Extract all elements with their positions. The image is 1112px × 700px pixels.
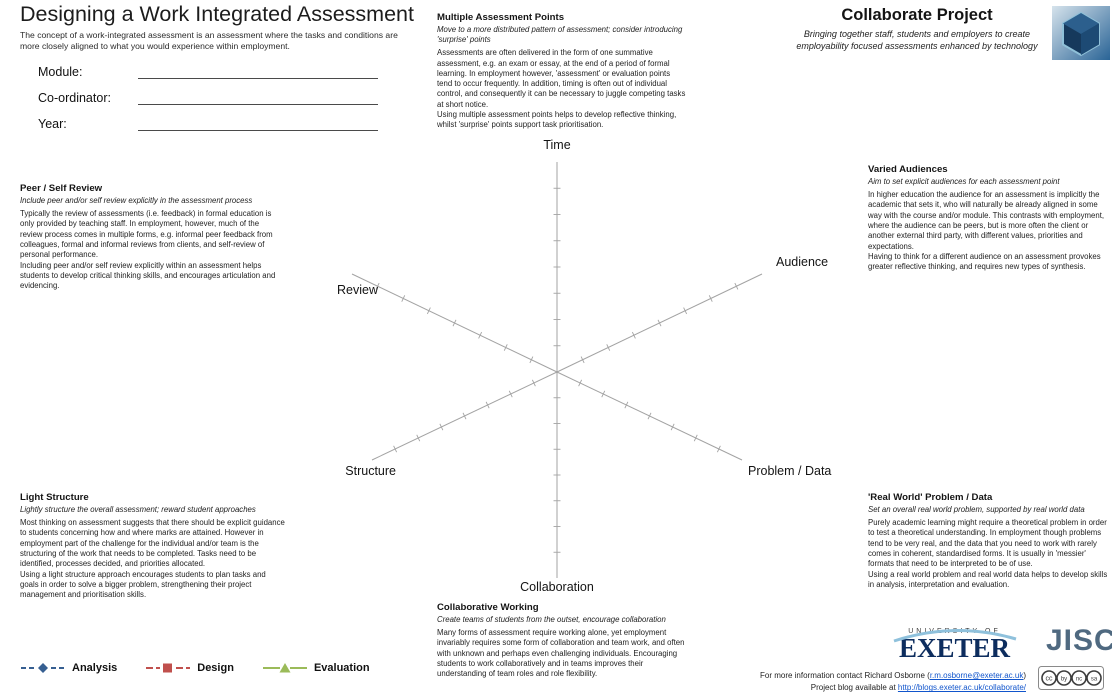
form-row-module: Module: [38, 64, 378, 79]
axis-label-time: Time [543, 138, 571, 152]
module-label: Module: [38, 65, 83, 79]
block-heading: Varied Audiences [868, 164, 948, 175]
collaborate-hexagon-logo-icon [1052, 6, 1110, 65]
legend-label: Evaluation [313, 662, 370, 674]
evaluation-line-sample-icon [262, 663, 307, 673]
block-heading: Multiple Assessment Points [437, 12, 565, 23]
block-body: Typically the review of assessments (i.e… [20, 209, 276, 291]
analysis-line-sample-icon [21, 663, 65, 673]
university-of-exeter-logo: UNIVERSITY OF EXETER [872, 628, 1037, 662]
block-collaborative-working: Collaborative Working Create teams of st… [437, 602, 689, 680]
form-row-coordinator: Co-ordinator: [38, 90, 378, 105]
jisc-logo: JISC [1046, 624, 1112, 657]
collaborate-header: Collaborate Project Bringing together st… [788, 6, 1110, 65]
contact-text: For more information contact Richard Osb… [759, 671, 930, 680]
block-real-world-problem-data: 'Real World' Problem / Data Set an overa… [868, 492, 1110, 590]
exeter-wordmark: EXETER [872, 629, 1037, 663]
block-light-structure: Light Structure Lightly structure the ov… [20, 492, 286, 600]
collaborate-tagline: Bringing together staff, students and em… [796, 29, 1038, 51]
legend-label: Analysis [72, 662, 118, 674]
block-body: Most thinking on assessment suggests tha… [20, 518, 285, 600]
contact-line: For more information contact Richard Osb… [760, 670, 1026, 682]
svg-text:by: by [1061, 677, 1067, 683]
coordinator-input-line[interactable] [138, 90, 378, 105]
blog-text: Project blog available at [810, 683, 898, 693]
axis-label-audience: Audience [776, 255, 829, 269]
design-line-sample-icon [146, 663, 191, 673]
block-heading: 'Real World' Problem / Data [868, 492, 993, 503]
collaborate-title: Collaborate Project [841, 6, 993, 24]
legend-label: Design [197, 662, 234, 674]
year-input-line[interactable] [138, 116, 378, 131]
cc-license-badge-icon: cc by nc sa [1038, 666, 1104, 695]
block-guideline: Aim to set explicit audiences for each a… [868, 177, 1060, 186]
block-varied-audiences: Varied Audiences Aim to set explicit aud… [868, 164, 1108, 272]
legend-item-analysis: Analysis [20, 662, 117, 674]
axis-label-collaboration: Collaboration [520, 580, 594, 594]
block-guideline: Move to a more distributed pattern of as… [437, 25, 683, 45]
coordinator-label: Co-ordinator: [38, 91, 111, 105]
block-heading: Peer / Self Review [20, 183, 103, 194]
contact-email-link[interactable]: r.m.osborne@exeter.ac.uk [929, 671, 1024, 680]
axis-label-structure: Structure [345, 464, 396, 478]
legend-item-evaluation: Evaluation [262, 662, 370, 674]
block-body: Assessments are often delivered in the f… [437, 48, 686, 130]
block-body: In higher education the audience for an … [868, 190, 1105, 272]
page-title: Designing a Work Integrated Assessment [20, 2, 414, 26]
blog-line: Project blog available at http://blogs.e… [760, 682, 1026, 694]
footer-contact: For more information contact Richard Osb… [760, 670, 1026, 695]
block-guideline: Include peer and/or self review explicit… [20, 196, 253, 205]
block-peer-self-review: Peer / Self Review Include peer and/or s… [20, 183, 282, 291]
assessment-form: Module: Co-ordinator: Year: [38, 64, 378, 142]
axis-label-problem-data: Problem / Data [748, 464, 832, 478]
svg-text:sa: sa [1091, 677, 1098, 683]
chart-legend: Analysis Design Evaluation [20, 662, 370, 674]
block-guideline: Set an overall real world problem, suppo… [868, 505, 1085, 514]
collaborate-text: Collaborate Project Bringing together st… [788, 6, 1046, 52]
module-input-line[interactable] [138, 64, 378, 79]
axis-label-review: Review [337, 283, 378, 297]
block-body: Many forms of assessment require working… [437, 628, 685, 679]
year-label: Year: [38, 117, 67, 131]
block-guideline: Create teams of students from the outset… [437, 615, 666, 624]
legend-item-design: Design [145, 662, 234, 674]
block-body: Purely academic learning might require a… [868, 518, 1108, 589]
block-guideline: Lightly structure the overall assessment… [20, 505, 256, 514]
block-heading: Collaborative Working [437, 602, 539, 613]
block-multiple-assessment-points: Multiple Assessment Points Move to a mor… [437, 12, 687, 131]
exeter-text: EXETER [898, 633, 1011, 663]
block-heading: Light Structure [20, 492, 89, 503]
form-row-year: Year: [38, 116, 378, 131]
svg-text:nc: nc [1076, 677, 1082, 683]
contact-text-suffix: ) [1023, 671, 1026, 680]
svg-text:cc: cc [1046, 676, 1054, 683]
blog-url-link[interactable]: http://blogs.exeter.ac.uk/collaborate/ [897, 683, 1026, 693]
page-subtitle: The concept of a work-integrated assessm… [20, 30, 398, 52]
